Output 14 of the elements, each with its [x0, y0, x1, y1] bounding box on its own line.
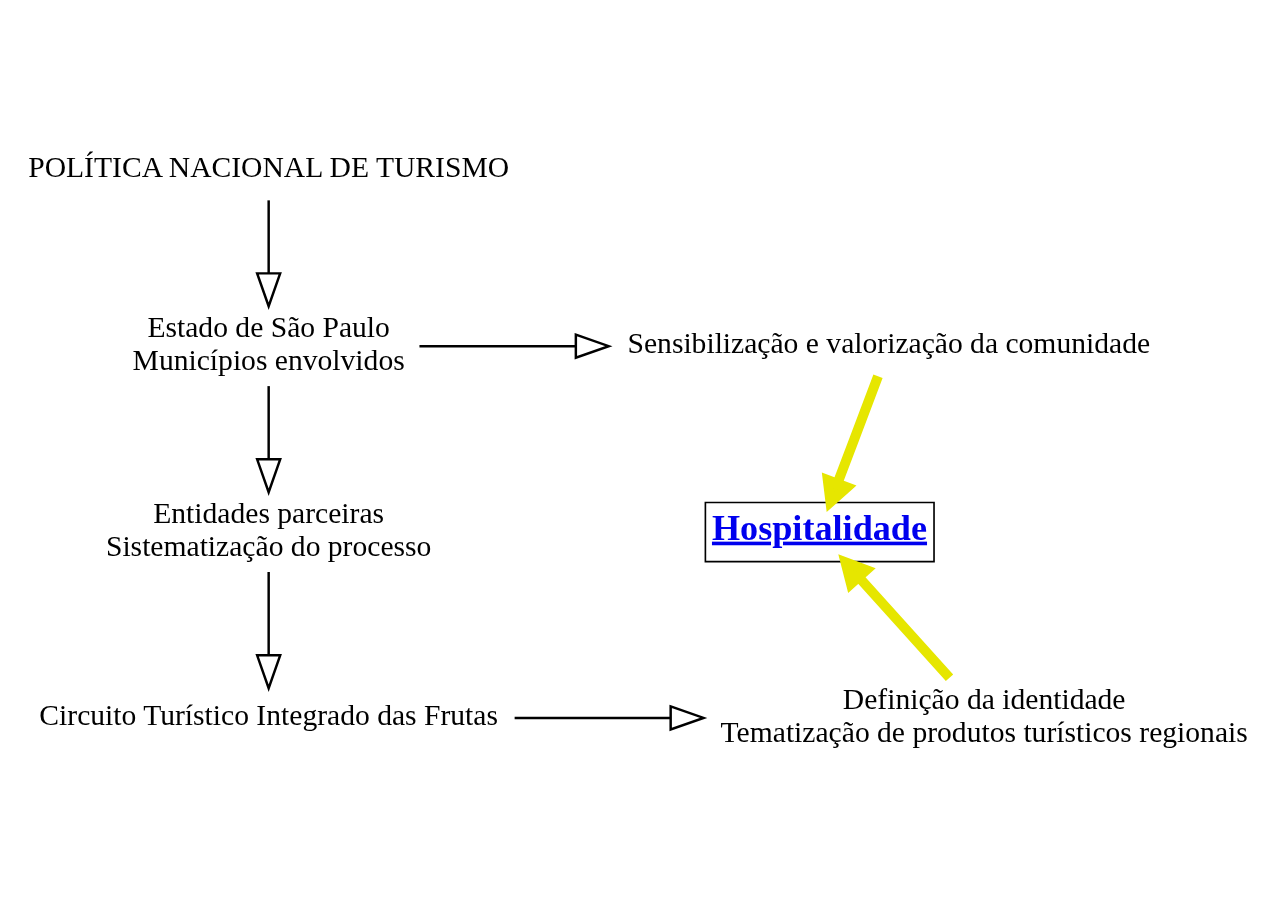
arrow: [255, 199, 282, 310]
node-text: Estado de São Paulo Municípios envolvidos: [132, 310, 405, 376]
node-text: POLÍTICA NACIONAL DE TURISMO: [28, 150, 510, 183]
arrow: [838, 553, 954, 681]
node-text: Entidades parceiras Sistematização do processo: [105, 496, 432, 562]
arrow: [821, 374, 883, 512]
arrow: [255, 571, 282, 692]
arrow: [255, 385, 282, 496]
node-text: Definição da identidade Tematização de produtos turísticos regionais: [720, 682, 1248, 748]
arrow: [514, 704, 708, 731]
arrow: [419, 332, 613, 359]
node-text: Circuito Turístico Integrado das Frutas: [39, 698, 499, 731]
node-box: Hospitalidade: [704, 501, 935, 562]
node-text: Sensibilização e valorização da comunidade: [627, 326, 1151, 359]
